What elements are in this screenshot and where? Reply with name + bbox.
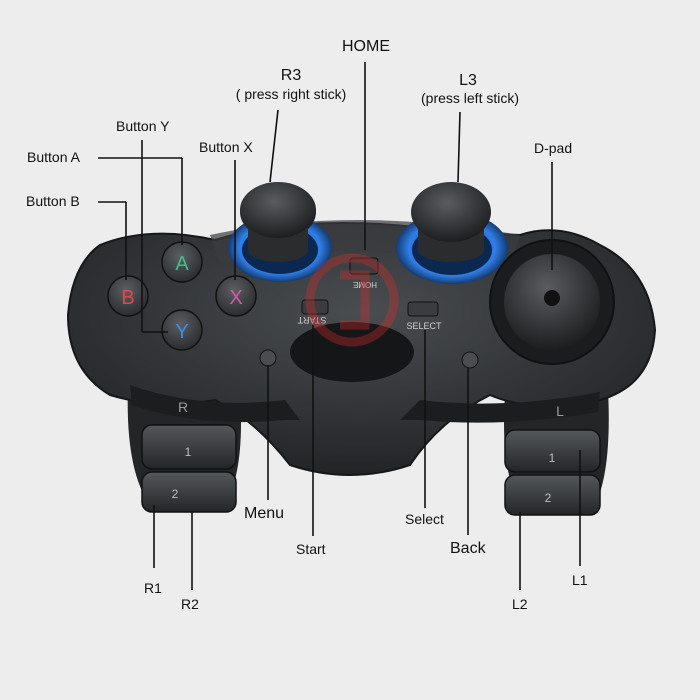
button-x-glyph: X — [229, 287, 242, 309]
l1-trigger[interactable] — [504, 429, 601, 473]
r1-print: 1 — [185, 445, 192, 459]
button-b-glyph: B — [121, 287, 134, 309]
bumper-right-print: L — [556, 403, 564, 419]
label-l1: L1 — [572, 572, 588, 588]
touchpad[interactable] — [290, 322, 414, 382]
label-select: Select — [405, 511, 444, 527]
label-button-y: Button Y — [116, 118, 170, 134]
label-r2: R2 — [181, 596, 199, 612]
watermark-logo — [305, 253, 399, 347]
label-start: Start — [296, 541, 326, 557]
select-button[interactable] — [407, 301, 439, 317]
label-r1: R1 — [144, 580, 162, 596]
label-menu: Menu — [244, 505, 285, 522]
start-print: START — [297, 315, 326, 325]
button-x[interactable] — [215, 275, 257, 317]
label-r3: R3 — [280, 67, 302, 84]
bumper-left-print: R — [178, 399, 188, 415]
button-b[interactable] — [107, 275, 149, 317]
button-y[interactable] — [161, 309, 203, 351]
right-stick[interactable] — [228, 182, 332, 282]
home-print: HOME — [353, 280, 377, 289]
left-triggers — [504, 390, 609, 516]
callout-lines — [98, 62, 581, 590]
select-print: SELECT — [406, 321, 442, 331]
label-l2: L2 — [512, 596, 528, 612]
l1-print: 1 — [549, 451, 556, 465]
home-button[interactable] — [349, 257, 379, 275]
label-l3: L3 — [459, 72, 477, 89]
menu-button[interactable] — [259, 349, 277, 367]
r1-trigger[interactable] — [141, 424, 237, 470]
button-y-glyph: Y — [175, 321, 188, 343]
label-button-x: Button X — [199, 139, 253, 155]
label-home: HOME — [342, 38, 390, 55]
face-buttons: A B X Y — [107, 241, 257, 351]
r2-trigger[interactable] — [141, 471, 237, 513]
back-button[interactable] — [461, 351, 479, 369]
l2-print: 2 — [545, 491, 552, 505]
label-button-b: Button B — [26, 193, 80, 209]
left-stick[interactable] — [396, 182, 508, 284]
r2-print: 2 — [172, 487, 179, 501]
label-r3-sub: ( press right stick) — [235, 86, 347, 102]
label-dpad: D-pad — [534, 140, 573, 156]
label-l3-sub: (press left stick) — [420, 90, 520, 106]
start-button[interactable] — [301, 299, 329, 315]
dpad[interactable] — [489, 239, 615, 365]
label-back: Back — [450, 540, 486, 557]
label-button-a: Button A — [27, 149, 80, 165]
l2-trigger[interactable] — [504, 474, 601, 516]
button-a-glyph: A — [175, 253, 189, 275]
